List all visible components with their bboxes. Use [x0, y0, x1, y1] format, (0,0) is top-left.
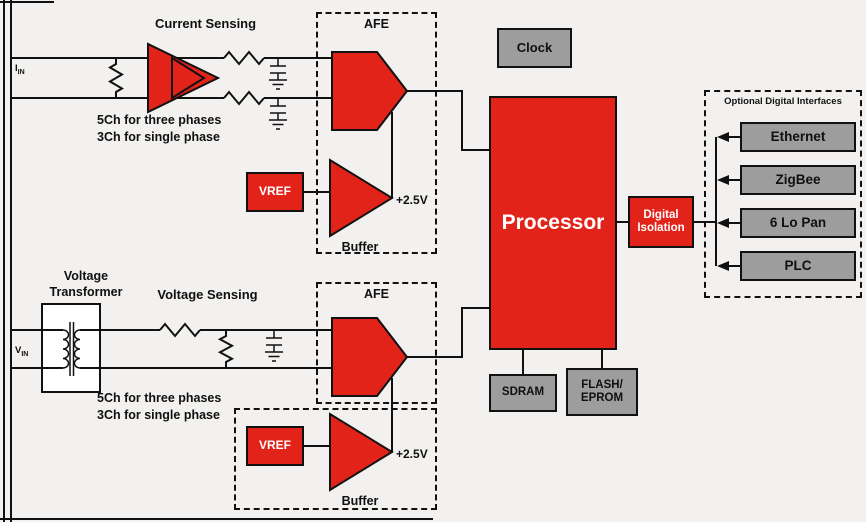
interface-ethernet: Ethernet: [740, 122, 856, 152]
buffer-label-top: Buffer: [341, 240, 379, 254]
current-sensing-title: Current Sensing: [154, 16, 257, 31]
interface-arrow-icons: [717, 132, 740, 271]
buffer-voltage-label-bottom: +2.5V: [396, 447, 428, 461]
voltage-adc-to-processor-wire: [407, 307, 489, 358]
divider-resistor-icon: [217, 330, 235, 368]
resistor-icon: [223, 90, 265, 106]
resistor-icon: [159, 322, 201, 338]
buffer-voltage-label-top: +2.5V: [396, 193, 428, 207]
flash-eprom-box: FLASH/ EPROM: [566, 368, 638, 416]
vref-voltage-box: VREF: [246, 426, 304, 466]
current-amplifier-icon: [147, 42, 221, 114]
memory-wires: [522, 350, 603, 374]
current-input-label: IIN: [15, 63, 25, 76]
voltage-sensing-title: Voltage Sensing: [157, 287, 258, 302]
interface-zigbee: ZigBee: [740, 165, 856, 195]
capacitor-icon: [266, 330, 282, 352]
buffer-amp-icon: [329, 412, 394, 492]
voltage-input-label: VIN: [15, 345, 29, 358]
ground-icon: [265, 351, 283, 362]
vref-buffer-voltage-box: [234, 408, 437, 510]
adc-icon: [331, 317, 409, 397]
ground-icon: [269, 79, 287, 90]
optional-interfaces-title: Optional Digital Interfaces: [724, 96, 842, 107]
resistor-icon: [223, 50, 265, 66]
voltage-channel-note: 5Ch for three phases 3Ch for single phas…: [97, 391, 222, 422]
afe-voltage-label: AFE: [364, 287, 389, 301]
burden-resistor-icon: [108, 58, 124, 98]
interface-plc: PLC: [740, 251, 856, 281]
interface-6lopan: 6 Lo Pan: [740, 208, 856, 238]
afe-voltage-box: AFE: [316, 282, 437, 404]
vref-current-box: VREF: [246, 172, 304, 212]
capacitor-icon: [270, 98, 286, 120]
voltage-transformer-title: Voltage Transformer: [49, 269, 123, 299]
current-channel-note: 5Ch for three phases 3Ch for single phas…: [97, 113, 222, 144]
digital-isolation-box: Digital Isolation: [628, 196, 694, 248]
afe-current-box: AFE: [316, 12, 437, 254]
processor-box: Processor: [489, 96, 617, 350]
clock-box: Clock: [497, 28, 572, 68]
capacitor-icon: [270, 58, 286, 80]
adc-icon: [331, 51, 409, 131]
sdram-box: SDRAM: [489, 374, 557, 412]
transformer-icon: [11, 303, 101, 393]
ground-icon: [269, 119, 287, 130]
current-adc-to-processor-wire: [407, 90, 489, 151]
input-bus-wires: [0, 0, 433, 522]
optional-interfaces-box: Optional Digital Interfaces: [704, 90, 862, 298]
buffer-amp-icon: [329, 158, 394, 238]
afe-current-label: AFE: [364, 17, 389, 31]
buffer-label-bottom: Buffer: [341, 494, 379, 508]
